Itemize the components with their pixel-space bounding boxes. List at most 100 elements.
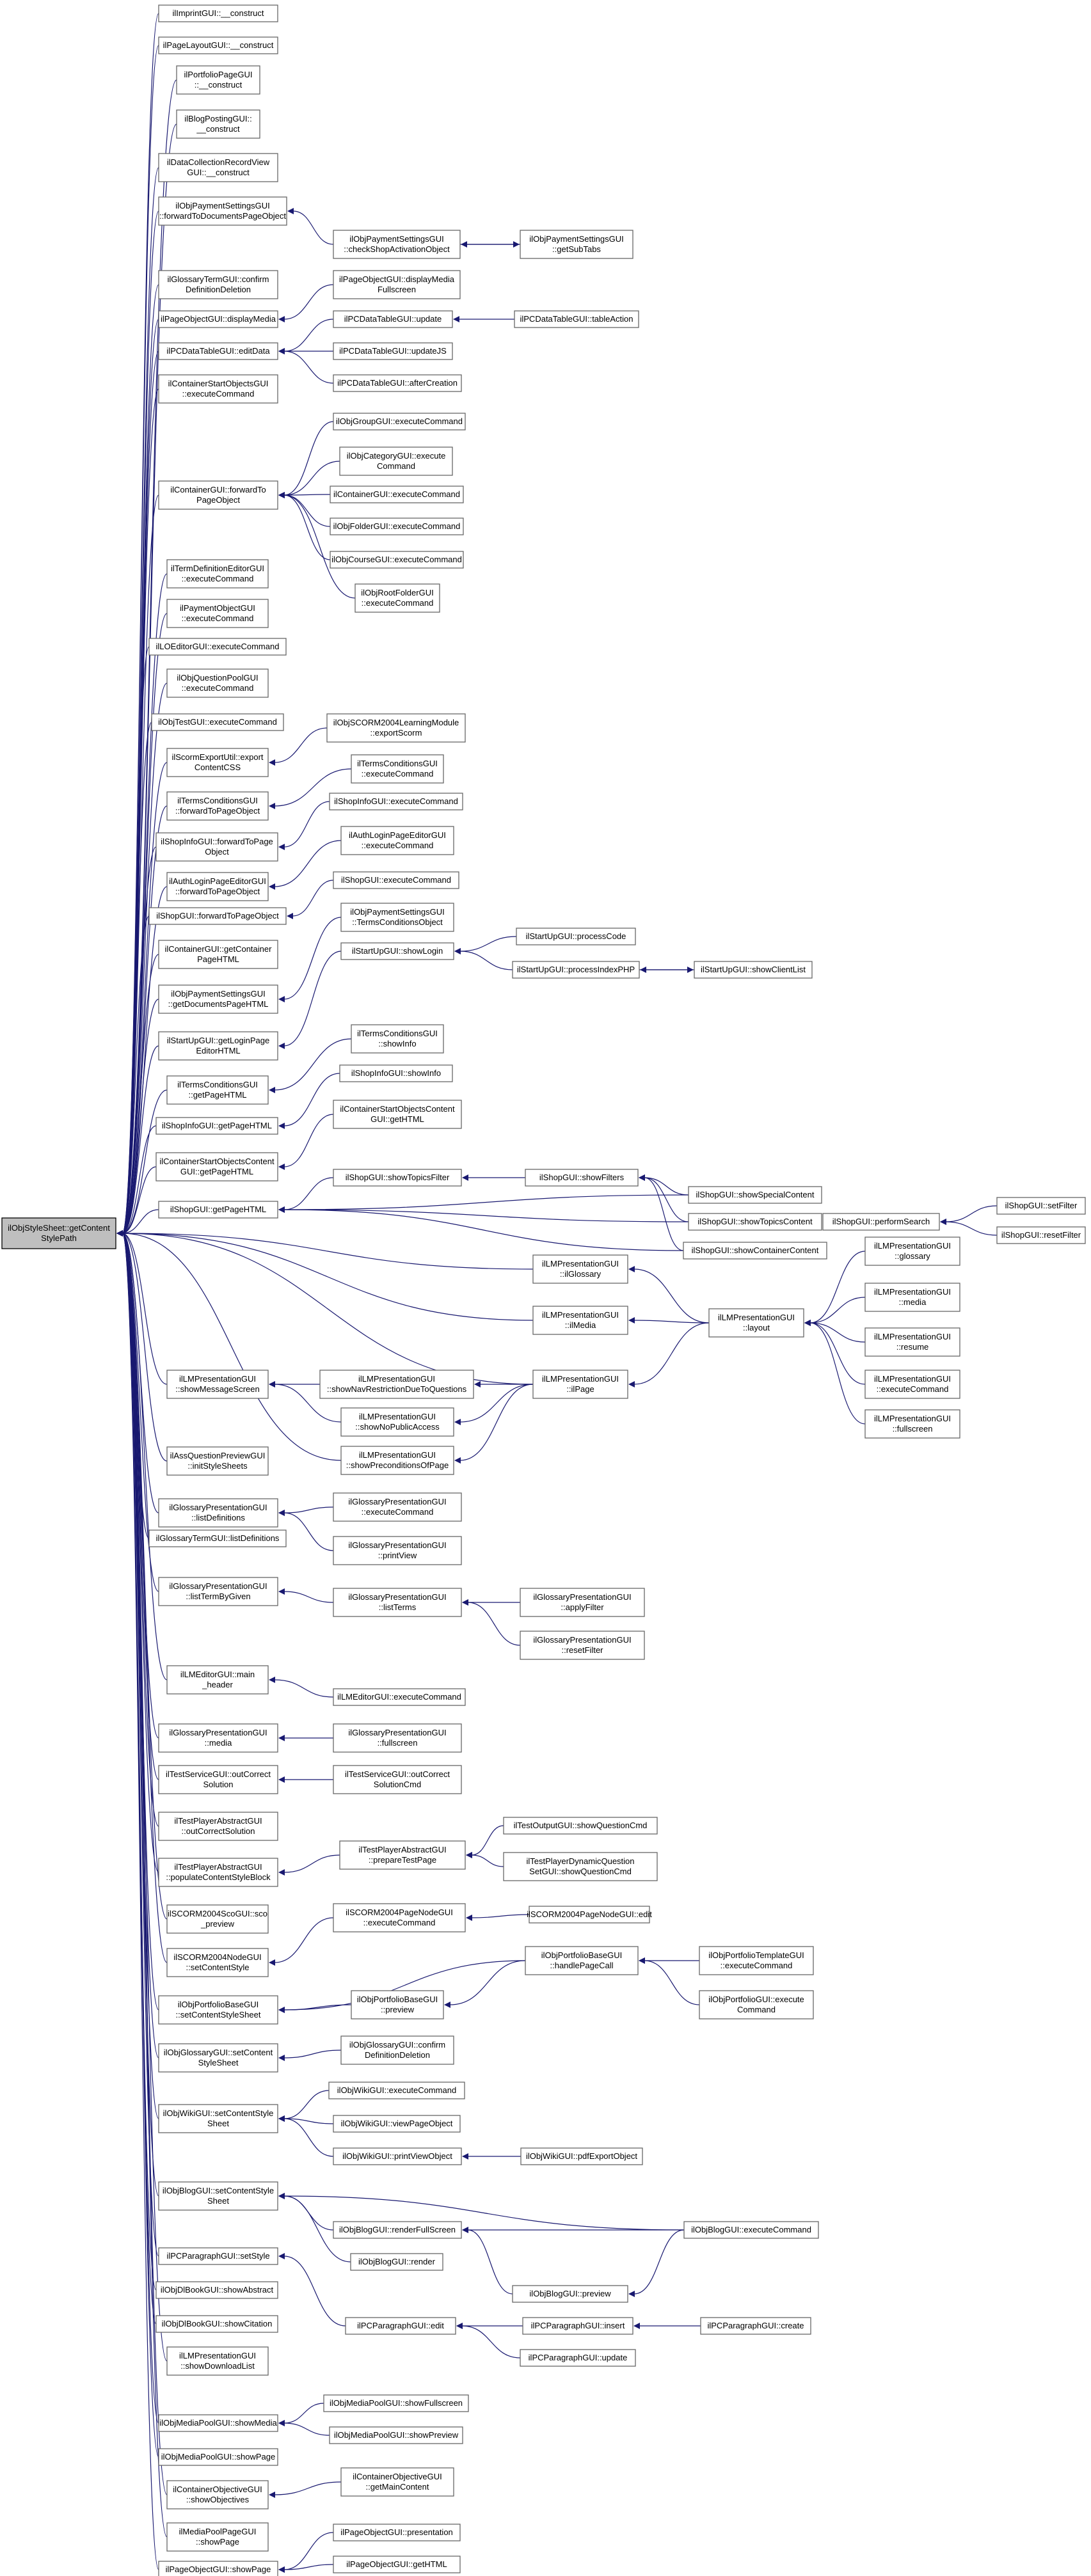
node-c_mpshowmedia[interactable]: ilObjMediaPoolGUI::showMedia	[158, 2414, 278, 2432]
node-c_pcparainsert[interactable]: ilPCParagraphGUI::insert	[522, 2317, 633, 2335]
node-c_authfwd[interactable]: ilAuthLoginPageEditorGUI::forwardToPageO…	[166, 872, 269, 901]
node-c_lmmsg[interactable]: ilLMPresentationGUI::showMessageScreen	[166, 1370, 269, 1399]
node-c_pcdttable[interactable]: ilPCDataTableGUI::tableAction	[514, 310, 639, 328]
node-c_shopresetfilter[interactable]: ilShopGUI::resetFilter	[996, 1226, 1086, 1244]
node-c_glprlistdef[interactable]: ilGlossaryPresentationGUI::listDefinitio…	[158, 1498, 278, 1528]
node-c_pfbhandle[interactable]: ilObjPortfolioBaseGUI::handlePageCall	[525, 1946, 639, 1975]
node-c_tsoutcorrect[interactable]: ilTestServiceGUI::outCorrectSolution	[158, 1765, 278, 1794]
node-c_blogposting[interactable]: ilBlogPostingGUI::__construct	[176, 109, 260, 139]
node-c_mpfull[interactable]: ilObjMediaPoolGUI::showFullscreen	[323, 2394, 469, 2412]
node-c_glprfull[interactable]: ilGlossaryPresentationGUI::fullscreen	[333, 1723, 462, 1753]
node-c_scormpnedit[interactable]: ilSCORM2004PageNodeGUI::edit	[527, 1906, 652, 1924]
node-c_scormnodestyle[interactable]: ilSCORM2004NodeGUI::setContentStyle	[166, 1948, 269, 1977]
node-c_pcdtedit[interactable]: ilPCDataTableGUI::editData	[158, 342, 278, 360]
node-c_scormpnexec[interactable]: ilSCORM2004PageNodeGUI::executeCommand	[333, 1903, 466, 1932]
node-c_csogethtml[interactable]: ilContainerStartObjectsContentGUI::getHT…	[333, 1100, 462, 1129]
node-c_pfbpreview[interactable]: ilObjPortfolioBaseGUI::preview	[351, 1990, 444, 2019]
node-c_tpaprepare[interactable]: ilTestPlayerAbstractGUI::prepareTestPage	[339, 1840, 466, 1870]
node-c_contexec[interactable]: ilContainerGUI::executeCommand	[330, 486, 464, 503]
node-c_lmdownload[interactable]: ilLMPresentationGUI::showDownloadList	[166, 2346, 269, 2376]
node-c_pfbstyle[interactable]: ilObjPortfolioBaseGUI::setContentStyleSh…	[158, 1995, 278, 2025]
node-c_dcrv[interactable]: ilDataCollectionRecordViewGUI::__constru…	[158, 153, 278, 182]
node-c_shopinfoexec[interactable]: ilShopInfoGUI::executeCommand	[329, 793, 463, 810]
node-c_podisplay[interactable]: ilPageObjectGUI::displayMedia	[158, 310, 278, 328]
node-c_tcgetpage[interactable]: ilTermsConditionsGUI::getPageHTML	[166, 1075, 269, 1105]
node-c_mppage[interactable]: ilMediaPoolPageGUI::showPage	[166, 2522, 269, 2552]
node-c_lmeditormain[interactable]: ilLMEditorGUI::main_header	[166, 1665, 269, 1695]
node-c_payfwd[interactable]: ilObjPaymentSettingsGUI::forwardToDocume…	[158, 196, 287, 226]
node-c_shopcontainer[interactable]: ilShopGUI::showContainerContent	[683, 1242, 827, 1260]
node-c_poshowpage[interactable]: ilPageObjectGUI::showPage	[158, 2561, 278, 2576]
node-c_pcparaedit[interactable]: ilPCParagraphGUI::edit	[345, 2317, 456, 2335]
node-c_pfexec[interactable]: ilObjPortfolioGUI::executeCommand	[699, 1990, 814, 2019]
node-c_cobjshow[interactable]: ilContainerObjectiveGUI::showObjectives	[166, 2480, 269, 2509]
node-c_pcdtafter[interactable]: ilPCDataTableGUI::afterCreation	[333, 374, 462, 392]
node-c_glprprint[interactable]: ilGlossaryPresentationGUI::printView	[333, 1536, 462, 1565]
node-c_contfwd[interactable]: ilContainerGUI::forwardToPageObject	[158, 480, 278, 510]
node-c_lmexec[interactable]: ilLMPresentationGUI::executeCommand	[864, 1370, 960, 1399]
node-c_assqprev[interactable]: ilAssQuestionPreviewGUI::initStyleSheets	[166, 1446, 269, 1476]
node-c_sushowclient[interactable]: ilStartUpGUI::showClientList	[694, 961, 813, 979]
node-c_lmglossary2[interactable]: ilLMPresentationGUI::glossary	[864, 1237, 960, 1266]
node-c_glossconfirm[interactable]: ilGlossaryTermGUI::confirmDefinitionDele…	[158, 270, 278, 299]
node-c_groupexec[interactable]: ilObjGroupGUI::executeCommand	[333, 413, 466, 431]
node-c_glprlistterms[interactable]: ilGlossaryPresentationGUI::listTerms	[333, 1588, 462, 1617]
node-c_suprocessphp[interactable]: ilStartUpGUI::processIndexPHP	[512, 961, 640, 979]
node-c_tcexec[interactable]: ilTermsConditionsGUI::executeCommand	[351, 754, 444, 784]
node-c_mppreview[interactable]: ilObjMediaPoolGUI::showPreview	[329, 2426, 463, 2444]
node-c_shopfilters[interactable]: ilShopGUI::showFilters	[525, 1169, 639, 1187]
node-c_csoexec[interactable]: ilContainerStartObjectsGUI::executeComma…	[158, 374, 278, 404]
node-c_authexec[interactable]: ilAuthLoginPageEditorGUI::executeCommand	[340, 826, 454, 855]
node-c_lmglossary[interactable]: ilLMPresentationGUI::ilGlossary	[532, 1254, 628, 1284]
node-c_blogstyle[interactable]: ilObjBlogGUI::setContentStyleSheet	[158, 2181, 278, 2211]
node-c_glprapply[interactable]: ilGlossaryPresentationGUI::applyFilter	[520, 1588, 645, 1617]
node-c_lmmedia2[interactable]: ilLMPresentationGUI::media	[864, 1283, 960, 1312]
node-c_shopinfopage[interactable]: ilShopInfoGUI::getPageHTML	[155, 1117, 278, 1135]
node-c_wikiview[interactable]: ilObjWikiGUI::viewPageObject	[333, 2115, 461, 2133]
node-c_pcparastyle[interactable]: ilPCParagraphGUI::setStyle	[158, 2247, 278, 2265]
node-c_paymentpo[interactable]: ilPaymentObjectGUI::executeCommand	[166, 599, 269, 628]
node-c_tpashowq[interactable]: ilTestOutputGUI::showQuestionCmd	[503, 1817, 658, 1835]
node-c_cobjmain[interactable]: ilContainerObjectiveGUI::getMainContent	[340, 2467, 454, 2497]
node-c_shopinfoshow[interactable]: ilShopInfoGUI::showInfo	[339, 1064, 453, 1082]
node-c_shopsearch[interactable]: ilShopGUI::performSearch	[822, 1213, 940, 1231]
node-c_popres[interactable]: ilPageObjectGUI::presentation	[333, 2524, 461, 2541]
node-c_tcfwd[interactable]: ilTermsConditionsGUI::forwardToPageObjec…	[166, 791, 269, 821]
node-c_glprmedia[interactable]: ilGlossaryPresentationGUI::media	[158, 1723, 278, 1753]
node-c_qpool[interactable]: ilObjQuestionPoolGUI::executeCommand	[166, 668, 269, 698]
node-c_tpdynamic[interactable]: ilTestPlayerDynamicQuestionSetGUI::showQ…	[503, 1852, 658, 1881]
node-c_lmlayout[interactable]: ilLMPresentationGUI::layout	[708, 1308, 804, 1338]
node-c_pftexec[interactable]: ilObjPortfolioTemplateGUI::executeComman…	[699, 1946, 814, 1975]
node-c_shopspecial[interactable]: ilShopGUI::showSpecialContent	[688, 1186, 822, 1204]
node-c_rootexec[interactable]: ilObjRootFolderGUI::executeCommand	[354, 583, 440, 613]
node-c_blogexec[interactable]: ilObjBlogGUI::executeCommand	[683, 2221, 819, 2239]
node-c_tpapopulate[interactable]: ilTestPlayerAbstractGUI::populateContent…	[158, 1858, 278, 1887]
node-c_testexec[interactable]: ilObjTestGUI::executeCommand	[151, 713, 284, 731]
node-c_pogethtml[interactable]: ilPageObjectGUI::getHTML	[333, 2556, 461, 2573]
node-c_suprocesscode[interactable]: ilStartUpGUI::processCode	[516, 928, 636, 945]
node-c_dbookabstract[interactable]: ilObjDlBookGUI::showAbstract	[155, 2281, 278, 2299]
node-c_sushowlogin[interactable]: ilStartUpGUI::showLogin	[340, 942, 454, 960]
node-c_pcdtupdate[interactable]: ilPCDataTableGUI::update	[333, 310, 453, 328]
node-c_lmpage[interactable]: ilLMPresentationGUI::ilPage	[532, 1370, 628, 1399]
node-c_shopexec[interactable]: ilShopGUI::executeCommand	[333, 871, 459, 889]
node-c_wikiprint[interactable]: ilObjWikiGUI::printViewObject	[333, 2147, 462, 2165]
node-c_lmeditorexec[interactable]: ilLMEditorGUI::executeCommand	[333, 1688, 466, 1706]
node-c_shopfwd[interactable]: ilShopGUI::forwardToPageObject	[148, 907, 287, 925]
node-c_paytc[interactable]: ilObjPaymentSettingsGUI::TermsConditions…	[340, 903, 454, 932]
node-c_loeditor[interactable]: ilLOEditorGUI::executeCommand	[148, 638, 287, 656]
node-c_glprexec[interactable]: ilGlossaryPresentationGUI::executeComman…	[333, 1492, 462, 1522]
node-c_lmfullscreen[interactable]: ilLMPresentationGUI::fullscreen	[864, 1409, 960, 1439]
node-c_folderexec[interactable]: ilObjFolderGUI::executeCommand	[330, 518, 464, 535]
node-c_blogfull[interactable]: ilObjBlogGUI::renderFullScreen	[333, 2221, 462, 2239]
node-c_courseexec[interactable]: ilObjCourseGUI::executeCommand	[330, 551, 464, 569]
node-c_mpshowpage[interactable]: ilObjMediaPoolGUI::showPage	[158, 2448, 278, 2466]
node-c_paysub[interactable]: ilObjPaymentSettingsGUI::getSubTabs	[520, 230, 633, 259]
node-c_wikistyle[interactable]: ilObjWikiGUI::setContentStyleSheet	[158, 2104, 278, 2133]
